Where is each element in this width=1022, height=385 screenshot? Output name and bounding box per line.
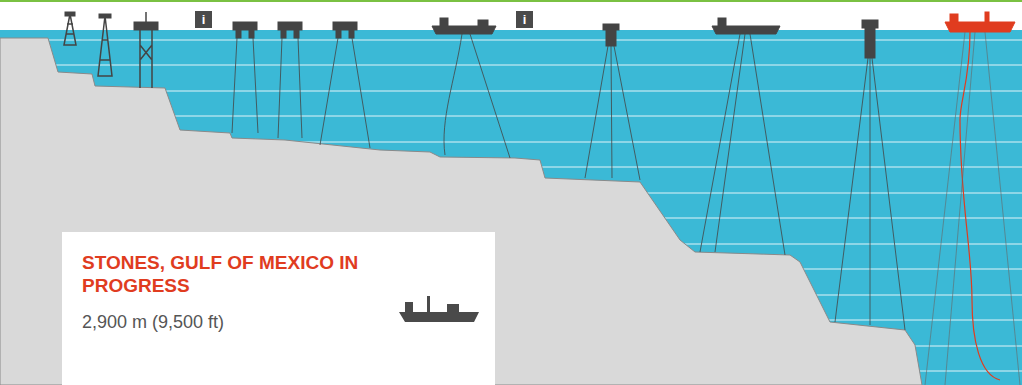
- top-rule: [0, 0, 1022, 2]
- info-icon: i: [196, 12, 212, 28]
- vessel-icon: [397, 294, 487, 324]
- seabed: [0, 38, 922, 385]
- info-icon-box: [516, 11, 533, 28]
- vessel-shape: [399, 296, 479, 322]
- panel-heading: STONES, GULF OF MEXICO IN PROGRESS: [82, 252, 372, 298]
- info-icon-box: [195, 11, 212, 28]
- platforms: [64, 12, 1020, 385]
- info-icon: i: [517, 12, 533, 28]
- info-panel: STONES, GULF OF MEXICO IN PROGRESS 2,900 …: [62, 232, 495, 385]
- sea-water: [0, 30, 1022, 385]
- depth-value: 2,900 m (9,500 ft): [82, 312, 382, 334]
